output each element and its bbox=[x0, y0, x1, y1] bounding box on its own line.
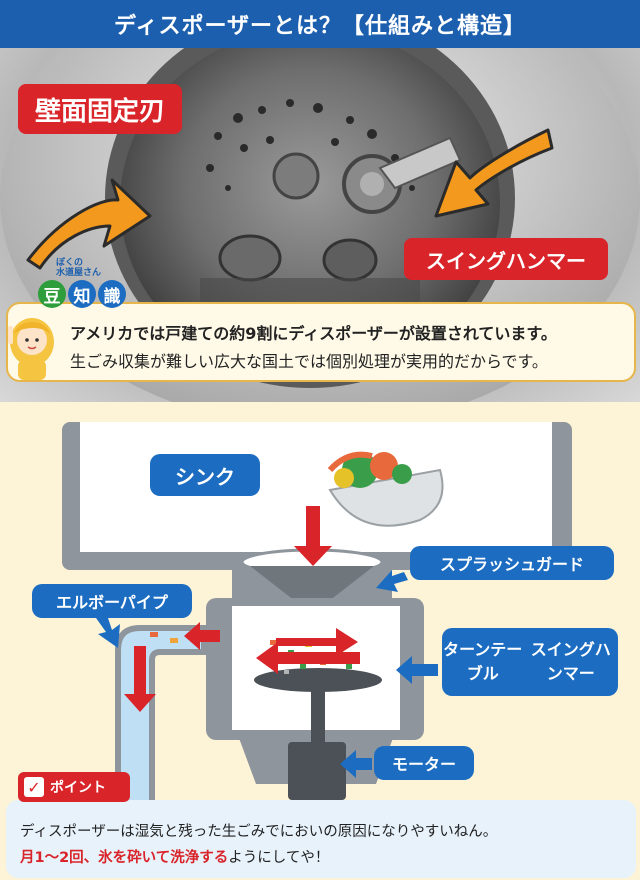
point-tag-label: ポイント bbox=[50, 780, 106, 796]
arrow-splash-guard bbox=[376, 570, 408, 592]
turntable-label-line1: ターンテーブル bbox=[443, 640, 523, 683]
label-pointer-arrows bbox=[96, 570, 438, 778]
arrow-right-chamber bbox=[276, 628, 358, 656]
point-box: ディスポーザーは湿気と残った生ごみでにおいの原因になりやすいねん。 月1〜2回、… bbox=[6, 800, 636, 878]
point-text-line1: ディスポーザーは湿気と残った生ごみでにおいの原因になりやすいねん。 bbox=[20, 824, 498, 840]
arrow-down-pipe bbox=[124, 646, 156, 712]
badge-small-bottom: 水道屋さん bbox=[56, 268, 102, 278]
splash-guard-label: スプラッシュガード bbox=[410, 546, 614, 580]
sink-label: シンク bbox=[150, 454, 260, 496]
point-tag: ✓ ポイント bbox=[18, 772, 130, 802]
trivia-box: アメリカでは戸建ての約9割にディスポーザーが設置されています。 生ごみ収集が難し… bbox=[6, 302, 636, 382]
trivia-text-line1: アメリカでは戸建ての約9割にディスポーザーが設置されています。 bbox=[70, 324, 557, 343]
turntable-label-line2: スイングハンマー bbox=[530, 640, 611, 683]
badge-small-top: ぼくの bbox=[56, 258, 84, 268]
mame-chishiki-badge: ぼくの 水道屋さん 豆 知 識 bbox=[32, 258, 136, 314]
badge-char-1: 豆 bbox=[38, 280, 66, 308]
fixed-blade-label: 壁面固定刃 bbox=[18, 84, 182, 134]
arrow-motor bbox=[340, 750, 372, 778]
arrow-down-sink bbox=[294, 506, 332, 566]
splash-guard-shape bbox=[250, 566, 374, 608]
turntable-hammer-label: ターンテーブル スイングハンマー bbox=[442, 628, 618, 696]
point-emphasis: 月1〜2回、氷を砕いて洗浄する bbox=[20, 850, 229, 866]
badge-char-2: 知 bbox=[68, 280, 96, 308]
elbow-pipe-shape bbox=[115, 625, 207, 823]
page-title: ディスポーザーとは？【仕組みと構造】 bbox=[0, 0, 640, 48]
elbow-pipe-label: エルボーパイプ bbox=[32, 584, 192, 618]
arrow-left-chamber bbox=[256, 642, 360, 674]
trivia-text-line2: 生ごみ収集が難しい広大な国土では個別処理が実用的だからです。 bbox=[70, 352, 548, 371]
swing-hammer-label: スイングハンマー bbox=[404, 238, 608, 280]
flow-arrows-red bbox=[124, 506, 360, 712]
arrow-left-orange bbox=[26, 178, 152, 270]
motor-label: モーター bbox=[374, 746, 474, 780]
checkmark-icon: ✓ bbox=[24, 777, 44, 797]
arrow-left-pipe bbox=[184, 622, 220, 650]
arrow-right-orange bbox=[434, 128, 554, 218]
point-text-line2: 月1〜2回、氷を砕いて洗浄するようにしてや！ bbox=[20, 846, 329, 867]
arrow-turntable bbox=[396, 656, 438, 684]
badge-char-3: 識 bbox=[98, 280, 126, 308]
food-strainer-icon bbox=[327, 451, 444, 527]
point-text-rest: ようにしてや！ bbox=[228, 850, 330, 866]
arrow-elbow-pipe bbox=[96, 612, 120, 648]
motor-shape bbox=[288, 742, 346, 800]
